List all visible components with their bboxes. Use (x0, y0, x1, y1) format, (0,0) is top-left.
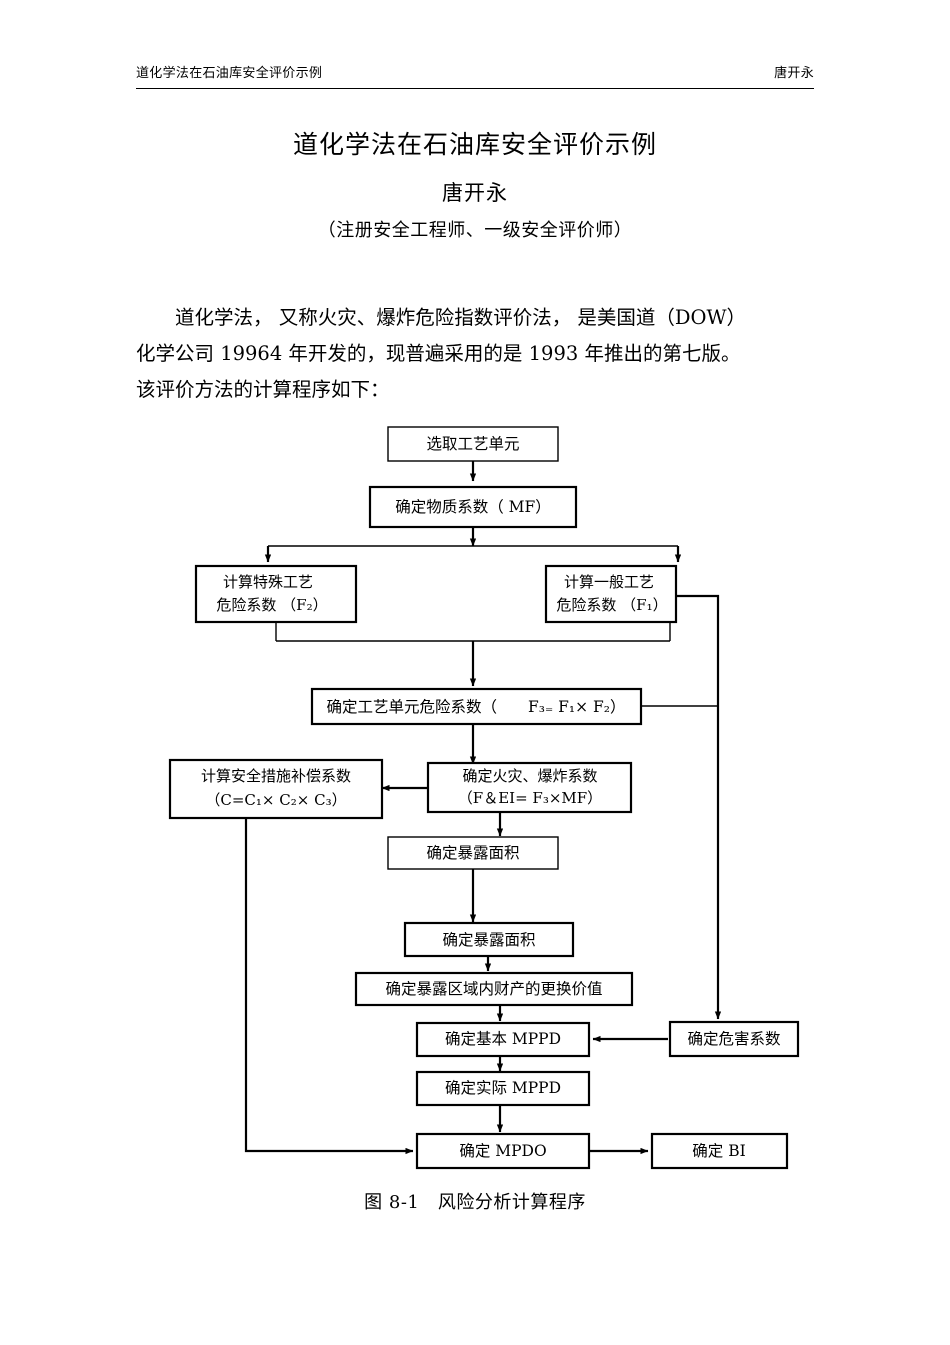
flow-box-fire-explosion-index: 确定火灾、爆炸系数 （F＆EI= F₃×MF） (426, 761, 633, 814)
flow-box-replacement-value-label: 确定暴露区域内财产的更换价值 (385, 980, 602, 998)
page-title: 道化学法在石油库安全评价示例 (292, 130, 657, 159)
flow-box-bi: 确定 BI (650, 1132, 789, 1170)
flow-box-replacement-value: 确定暴露区域内财产的更换价值 (354, 971, 634, 1007)
flow-box-mpdo-label: 确定 MPDO (459, 1142, 546, 1160)
flow-box-select-unit-label: 选取工艺单元 (426, 435, 519, 453)
figure-caption: 图 8-1 风险分析计算程序 (364, 1192, 586, 1213)
flow-box-damage-factor-label: 确定危害系数 (687, 1030, 781, 1048)
flow-box-safety-compensation: 计算安全措施补偿系数 （C=C₁× C₂× C₃） (168, 758, 384, 820)
flow-box-safety-compensation-line2: （C=C₁× C₂× C₃） (205, 791, 346, 809)
flow-box-material-factor-label: 确定物质系数（ MF） (395, 498, 551, 516)
flow-box-special-process-hazard-line1: 计算特殊工艺 (223, 573, 313, 591)
flow-box-material-factor: 确定物质系数（ MF） (368, 485, 578, 529)
paragraph-line-2: 化学公司 19964 年开发的，现普遍采用的是 1993 年推出的第七版。 (136, 342, 741, 365)
header-left-text: 道化学法在石油库安全评价示例 (136, 66, 323, 81)
flow-box-actual-mppd: 确定实际 MPPD (415, 1070, 591, 1107)
flow-box-general-process-hazard: 计算一般工艺 危险系数 （F₁） (544, 564, 678, 624)
flow-box-actual-mppd-label: 确定实际 MPPD (445, 1079, 561, 1097)
flow-box-exposure-area-2: 确定暴露面积 (403, 921, 575, 958)
flow-box-unit-hazard-factor-label: 确定工艺单元危险系数（ F₃₌ F₁× F₂） (327, 698, 626, 716)
flow-box-exposure-area-2-label: 确定暴露面积 (442, 931, 535, 949)
flow-box-general-process-hazard-line1: 计算一般工艺 (564, 573, 654, 591)
flow-box-special-process-hazard-line2: 危险系数 （F₂） (216, 596, 327, 614)
flow-box-unit-hazard-factor: 确定工艺单元危险系数（ F₃₌ F₁× F₂） (310, 687, 643, 726)
running-header: 道化学法在石油库安全评价示例 唐开永 (136, 62, 814, 81)
flow-box-damage-factor: 确定危害系数 (668, 1020, 800, 1058)
header-right-text: 唐开永 (774, 66, 814, 81)
flow-box-safety-compensation-line1: 计算安全措施补偿系数 (201, 767, 351, 785)
author-credentials: （注册安全工程师、一级安全评价师） (317, 220, 633, 241)
flow-box-base-mppd: 确定基本 MPPD (415, 1021, 591, 1058)
flow-box-base-mppd-label: 确定基本 MPPD (445, 1030, 561, 1048)
flow-box-exposure-area-1-label: 确定暴露面积 (426, 844, 519, 862)
paragraph-line-3: 该评价方法的计算程序如下： (136, 378, 390, 401)
intro-paragraph: 道化学法， 又称火灾、爆炸危险指数评价法， 是美国道（DOW） 化学公司 199… (136, 300, 820, 408)
flow-box-fire-explosion-index-line2: （F＆EI= F₃×MF） (458, 789, 602, 807)
flow-box-mpdo: 确定 MPDO (415, 1132, 591, 1170)
author-name: 唐开永 (442, 181, 508, 205)
flow-box-bi-label: 确定 BI (692, 1142, 745, 1160)
paragraph-line-1-text: 道化学法， 又称火灾、爆炸危险指数评价法， 是美国道（DOW） (175, 306, 747, 329)
flow-box-general-process-hazard-line2: 危险系数 （F₁） (556, 596, 667, 614)
flow-box-exposure-area-1: 确定暴露面积 (387, 836, 559, 870)
paragraph-line-1: 道化学法， 又称火灾、爆炸危险指数评价法， 是美国道（DOW） (136, 300, 820, 336)
header-rule (136, 88, 814, 89)
flow-box-fire-explosion-index-line1: 确定火灾、爆炸系数 (462, 767, 597, 785)
flow-box-select-unit: 选取工艺单元 (387, 426, 559, 462)
flow-box-special-process-hazard: 计算特殊工艺 危险系数 （F₂） (194, 564, 358, 624)
